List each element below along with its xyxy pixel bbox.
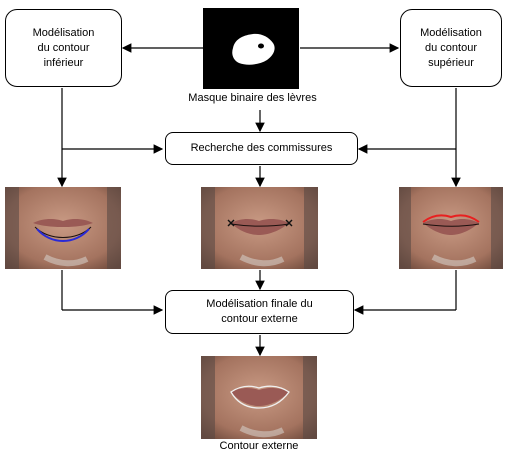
outer-contour-outline [230,385,290,409]
lip-mask-blob [232,33,275,65]
corner-markers [227,219,293,227]
lower-contour-line1: Modélisation [32,26,95,39]
lower-contour-line2: du contour [37,41,90,54]
upper-contour-line2: du contour [425,41,477,54]
final-model-line2: contour externe [221,313,298,325]
lower-contour-curve [36,228,90,242]
external-contour-caption: Contour externe [219,440,299,452]
corners-search-box: Recherche des commissures [165,132,358,165]
upper-contour-curve [422,214,480,223]
mouth-photo-lower [5,187,121,269]
upper-contour-box: Modélisation du contour supérieur [400,9,502,87]
final-model-line1: Modélisation finale du [206,298,313,310]
final-model-box: Modélisation finale du contour externe [165,290,354,334]
binary-mask-caption: Masque binaire des lèvres [188,92,317,104]
lower-contour-line3: inférieur [43,56,84,69]
mouth-photo-upper [399,187,503,269]
mouth-photo-final [201,356,317,439]
mouth-photo-corners [201,187,318,269]
binary-mask-image [203,8,299,89]
upper-contour-line1: Modélisation [420,26,482,39]
corners-search-label: Recherche des commissures [190,142,333,154]
lower-contour-box: Modélisation du contour inférieur [5,9,122,87]
upper-contour-line3: supérieur [428,56,474,69]
